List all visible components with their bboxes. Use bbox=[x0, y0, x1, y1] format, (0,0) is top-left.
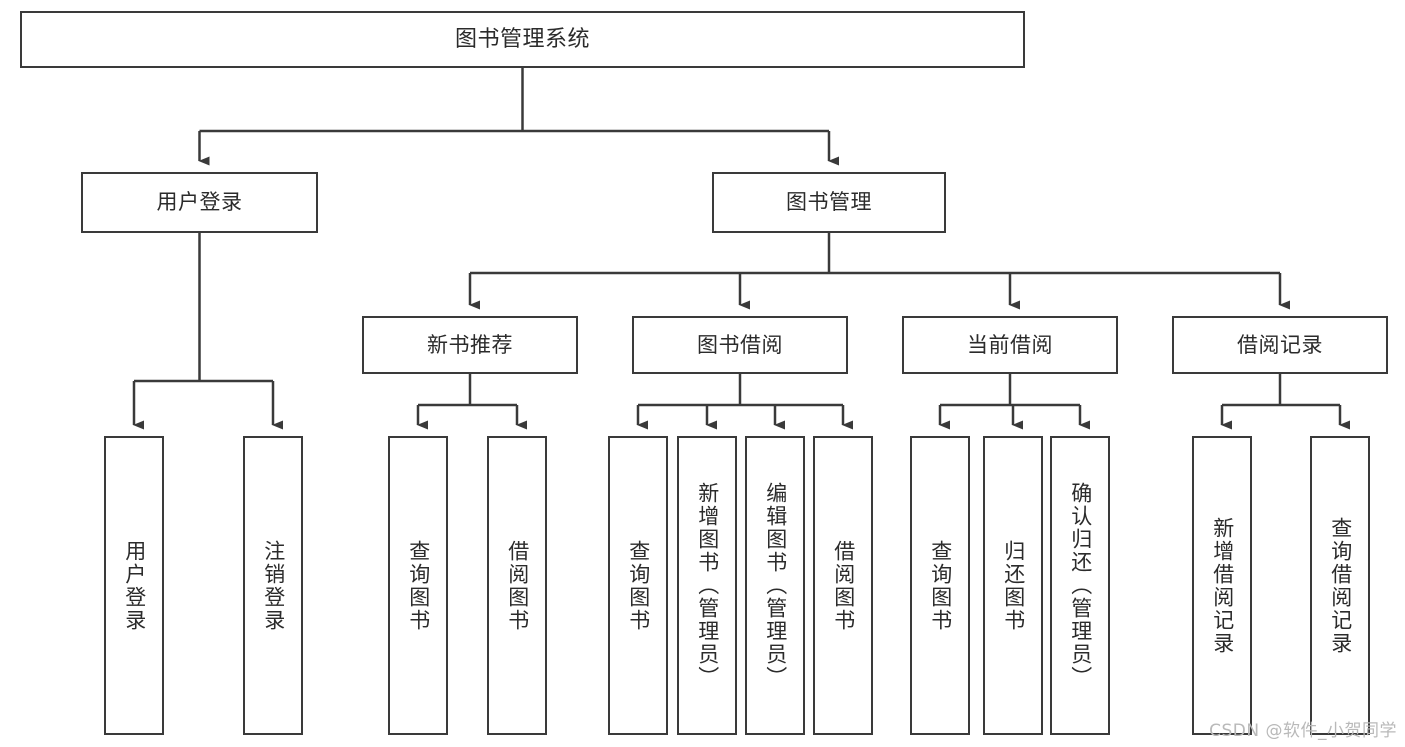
node-label-leaf-query-book-3: 查询图书 bbox=[928, 539, 953, 632]
node-user-login[interactable]: 用户登录 bbox=[81, 172, 318, 233]
node-label-leaf-user-login: 用户登录 bbox=[122, 539, 147, 632]
node-leaf-query-book-1[interactable]: 查询图书 bbox=[388, 436, 448, 735]
node-leaf-edit-book[interactable]: 编辑图书（管理员） bbox=[745, 436, 805, 735]
watermark-text: CSDN @软件_小贺同学 bbox=[1209, 721, 1397, 741]
node-label-leaf-query-book-2: 查询图书 bbox=[626, 539, 651, 632]
node-label-leaf-borrow-book-1: 借阅图书 bbox=[505, 539, 530, 632]
node-current-borrow[interactable]: 当前借阅 bbox=[902, 316, 1118, 374]
node-label-user-login: 用户登录 bbox=[156, 190, 243, 215]
node-root[interactable]: 图书管理系统 bbox=[20, 11, 1025, 68]
node-book-mgmt[interactable]: 图书管理 bbox=[712, 172, 946, 233]
node-leaf-return-book[interactable]: 归还图书 bbox=[983, 436, 1043, 735]
node-leaf-query-book-2[interactable]: 查询图书 bbox=[608, 436, 668, 735]
node-label-book-mgmt: 图书管理 bbox=[786, 190, 872, 215]
node-label-book-borrow: 图书借阅 bbox=[697, 332, 783, 357]
node-label-leaf-add-record: 新增借阅记录 bbox=[1210, 516, 1235, 655]
node-new-book-rec[interactable]: 新书推荐 bbox=[362, 316, 578, 374]
node-label-leaf-user-logout: 注销登录 bbox=[261, 539, 286, 632]
node-label-leaf-add-book: 新增图书（管理员） bbox=[695, 482, 720, 689]
node-leaf-add-book[interactable]: 新增图书（管理员） bbox=[677, 436, 737, 735]
node-leaf-confirm-return[interactable]: 确认归还（管理员） bbox=[1050, 436, 1110, 735]
node-label-leaf-confirm-return: 确认归还（管理员） bbox=[1068, 482, 1093, 689]
node-label-leaf-borrow-book-2: 借阅图书 bbox=[831, 539, 856, 632]
node-label-current-borrow: 当前借阅 bbox=[967, 332, 1053, 357]
node-borrow-record[interactable]: 借阅记录 bbox=[1172, 316, 1388, 374]
node-label-leaf-query-record: 查询借阅记录 bbox=[1328, 516, 1353, 655]
node-label-leaf-edit-book: 编辑图书（管理员） bbox=[763, 482, 788, 689]
node-label-root: 图书管理系统 bbox=[454, 26, 590, 52]
node-book-borrow[interactable]: 图书借阅 bbox=[632, 316, 848, 374]
node-leaf-user-login[interactable]: 用户登录 bbox=[104, 436, 164, 735]
node-label-leaf-query-book-1: 查询图书 bbox=[406, 539, 431, 632]
node-label-new-book-rec: 新书推荐 bbox=[427, 332, 513, 357]
node-leaf-user-logout[interactable]: 注销登录 bbox=[243, 436, 303, 735]
node-leaf-query-book-3[interactable]: 查询图书 bbox=[910, 436, 970, 735]
node-leaf-add-record[interactable]: 新增借阅记录 bbox=[1192, 436, 1252, 735]
node-leaf-borrow-book-1[interactable]: 借阅图书 bbox=[487, 436, 547, 735]
node-leaf-query-record[interactable]: 查询借阅记录 bbox=[1310, 436, 1370, 735]
node-label-leaf-return-book: 归还图书 bbox=[1001, 539, 1026, 632]
node-label-borrow-record: 借阅记录 bbox=[1237, 332, 1323, 357]
node-leaf-borrow-book-2[interactable]: 借阅图书 bbox=[813, 436, 873, 735]
